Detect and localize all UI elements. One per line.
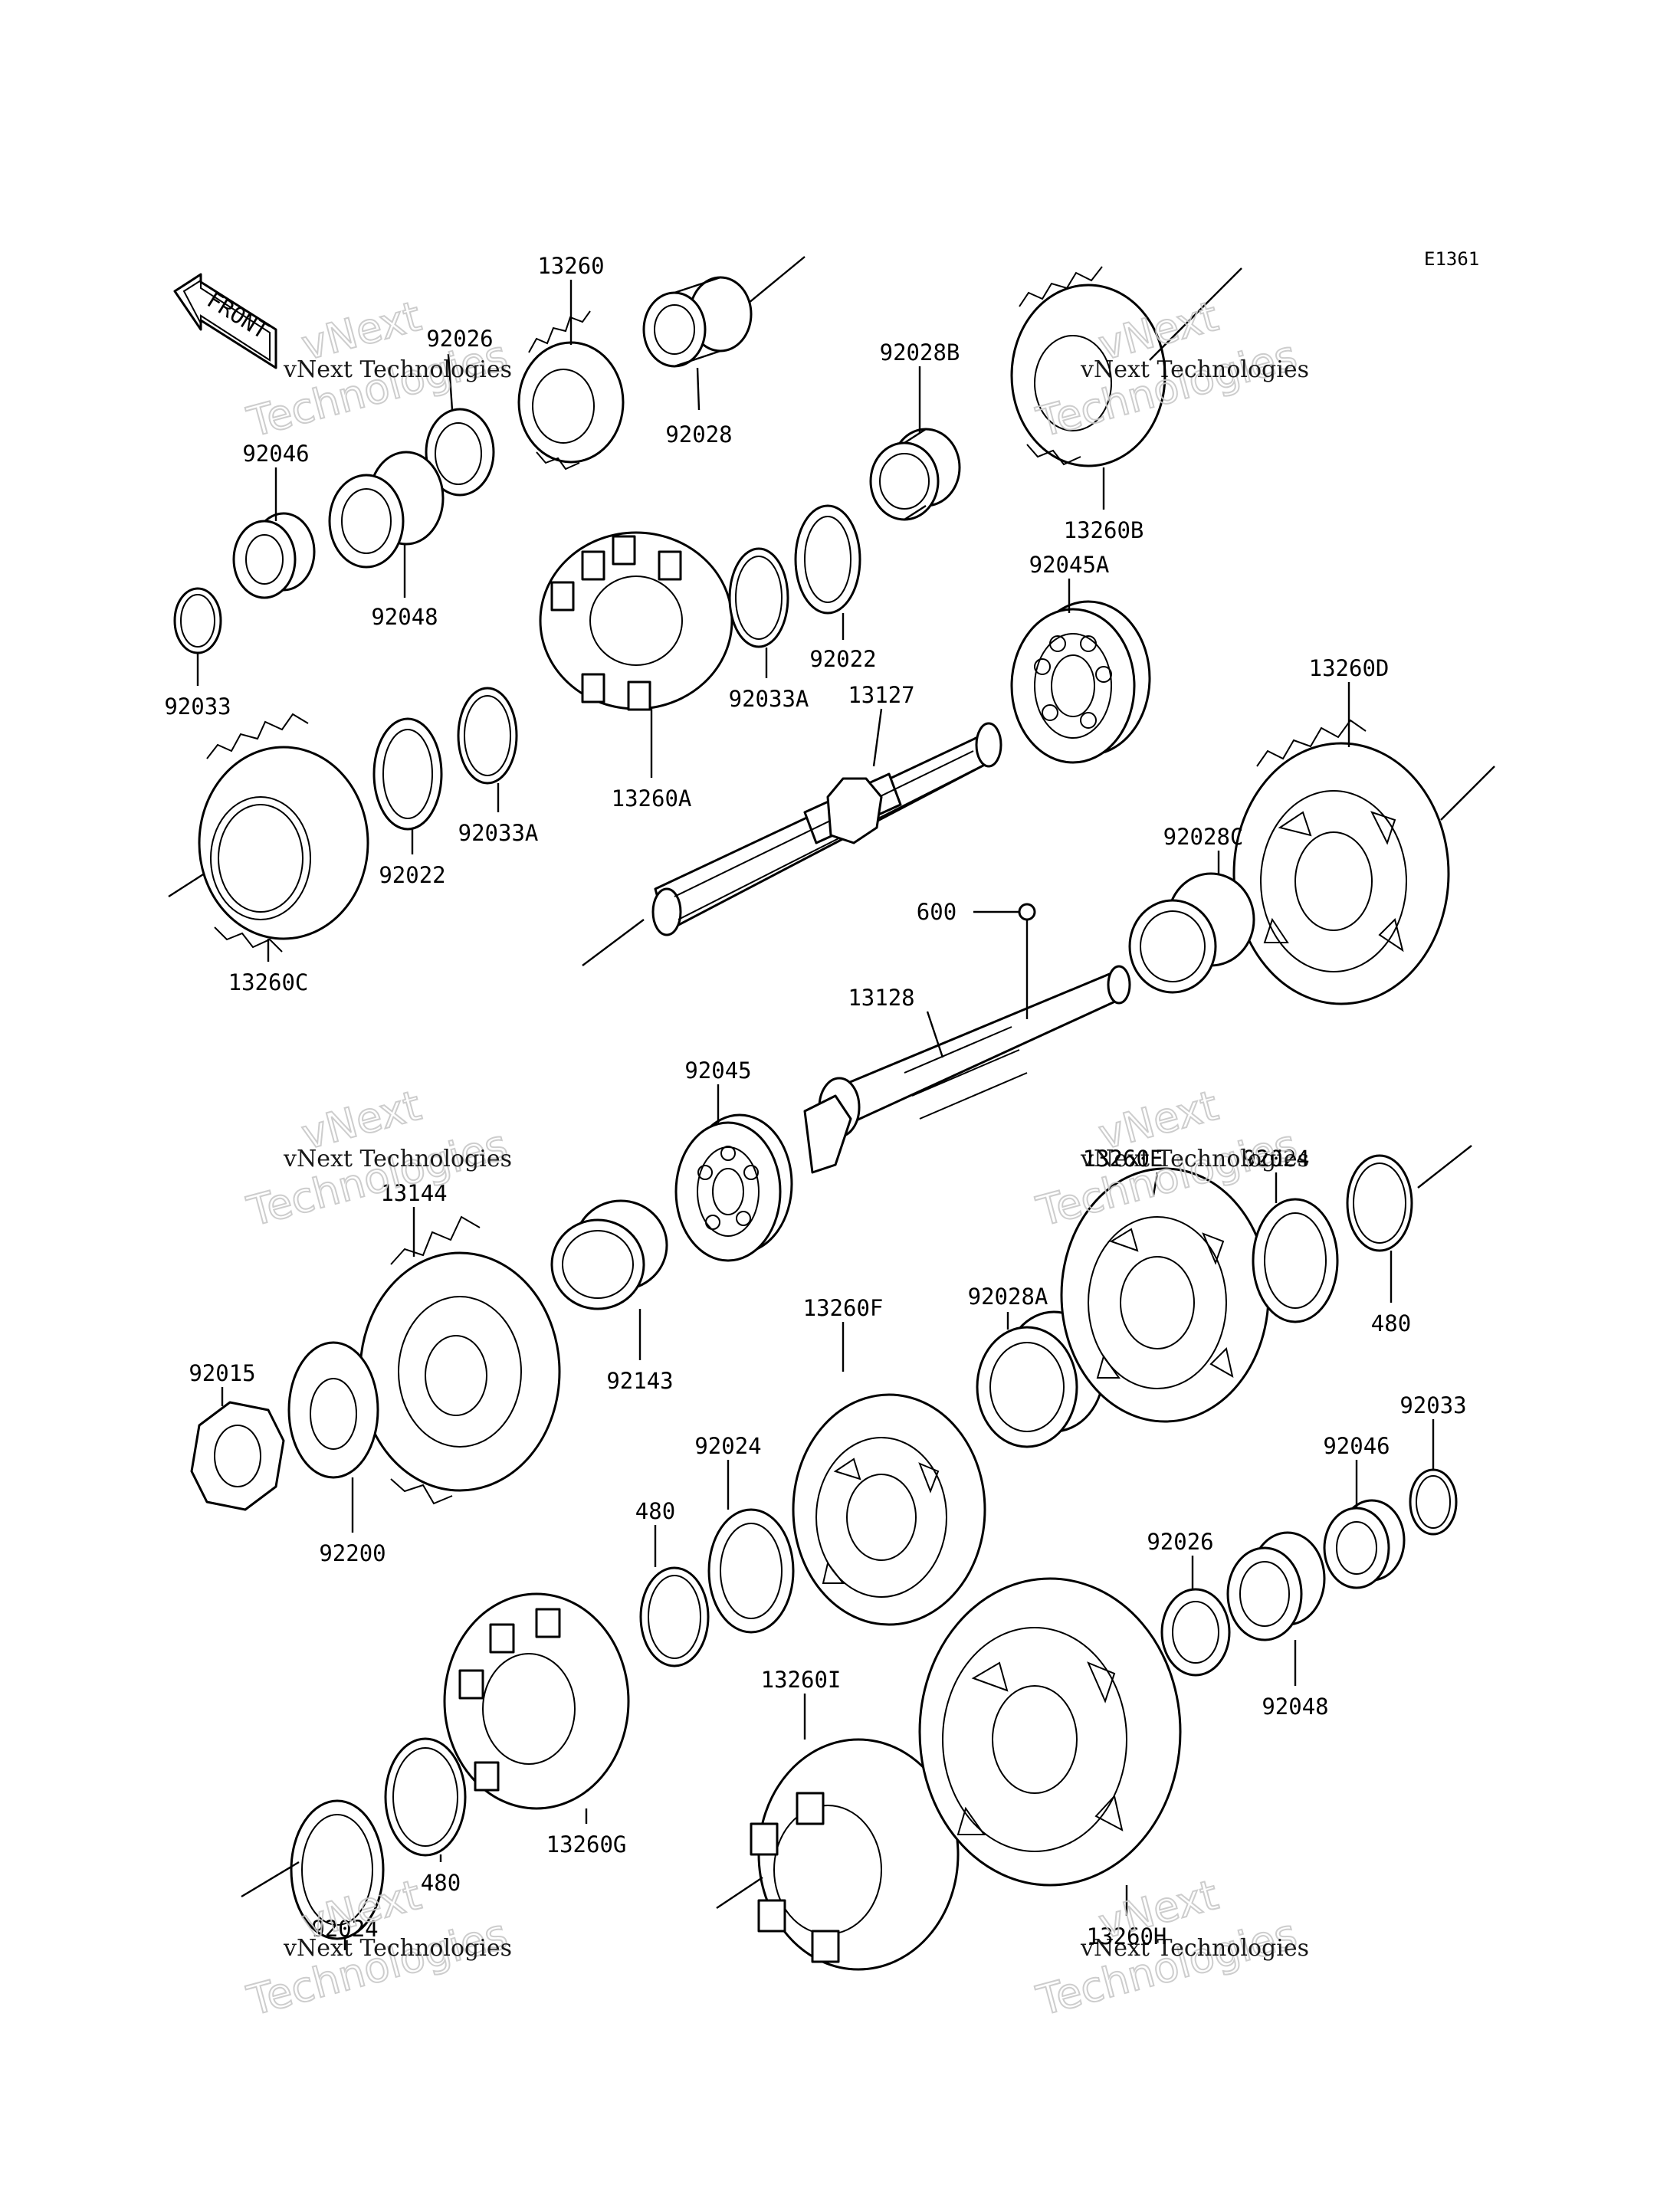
- label-92048-low: 92048: [1262, 1694, 1328, 1720]
- watermark-mid-left: vNext Technologies vNext Technologies: [241, 1080, 513, 1237]
- nut-92015: [190, 1401, 285, 1511]
- svg-text:vNext Technologies: vNext Technologies: [283, 1146, 512, 1172]
- label-92024-mid: 92024: [694, 1433, 761, 1459]
- label-13260E: 13260E: [1083, 1146, 1163, 1172]
- collar-92143: [550, 1199, 668, 1310]
- label-480-mid: 480: [635, 1498, 675, 1524]
- bearing-92045: [674, 1113, 793, 1262]
- washer-92026-top: [425, 408, 495, 497]
- label-13260: 13260: [537, 253, 604, 279]
- svg-text:vNext Technologies: vNext Technologies: [283, 356, 512, 383]
- circlip-480-right: [1346, 1154, 1413, 1252]
- bearing-92046-low: [1323, 1499, 1406, 1589]
- svg-text:vNext Technologies: vNext Technologies: [1080, 1146, 1309, 1172]
- washer-92024-mid: [707, 1508, 795, 1634]
- label-92028C: 92028C: [1163, 824, 1244, 850]
- label-92028: 92028: [665, 421, 732, 448]
- label-13260B: 13260B: [1064, 517, 1144, 543]
- svg-text:vNext Technologies: vNext Technologies: [1080, 1935, 1309, 1962]
- circlip-480-mid: [639, 1566, 710, 1667]
- washer-92022-mid: [372, 717, 443, 831]
- bearing-92046-top: [232, 512, 316, 599]
- shaft-13128: [803, 965, 1131, 1174]
- label-92022-top: 92022: [809, 646, 876, 672]
- label-92026-low: 92026: [1147, 1529, 1213, 1555]
- label-13260G: 13260G: [546, 1831, 627, 1858]
- shaft-13127: [582, 722, 1002, 966]
- label-92045A: 92045A: [1029, 552, 1110, 578]
- gear-13260C: [198, 713, 369, 953]
- washer-92022-top: [794, 504, 861, 615]
- label-13144: 13144: [380, 1180, 447, 1206]
- label-92200: 92200: [319, 1540, 386, 1566]
- washer-92200: [287, 1341, 379, 1479]
- part-labels: 13260 92026 92028 92028B 13260B 92046 92…: [164, 253, 1466, 1949]
- gear-13260G: [443, 1592, 630, 1810]
- circlip-92033-top: [173, 587, 222, 654]
- label-92143: 92143: [606, 1368, 673, 1394]
- leader-lines: [196, 280, 1435, 1950]
- svg-text:vNext Technologies: vNext Technologies: [283, 1935, 512, 1962]
- gear-13260I: [750, 1738, 960, 1971]
- gear-13260D: [1232, 719, 1450, 1005]
- watermark-bottom-right: vNext Technologies vNext Technologies: [1031, 1870, 1309, 2026]
- label-92046-low: 92046: [1323, 1433, 1390, 1459]
- gear-13260F: [792, 1393, 986, 1626]
- label-92033A-mid: 92033A: [458, 820, 539, 846]
- gear-13260A: [539, 531, 733, 711]
- label-92033-low: 92033: [1399, 1392, 1466, 1418]
- bush-92028C: [1128, 872, 1255, 994]
- circlip-92033-low: [1409, 1468, 1458, 1536]
- label-92033-top: 92033: [164, 694, 231, 720]
- label-92045: 92045: [684, 1058, 751, 1084]
- watermark-bottom-left: vNext Technologies vNext Technologies: [241, 1870, 513, 2026]
- bush-92048-low: [1226, 1531, 1326, 1641]
- label-13127: 13127: [848, 682, 914, 708]
- label-92022-mid: 92022: [379, 862, 445, 888]
- washer-92026-low: [1160, 1588, 1231, 1677]
- diagram-code: E1361: [1424, 248, 1479, 270]
- circlip-480-low: [384, 1737, 467, 1857]
- label-600: 600: [917, 899, 956, 925]
- gear-13260B: [1010, 266, 1166, 467]
- gear-13260E: [1060, 1167, 1270, 1423]
- washer-92024-low: [290, 1799, 385, 1940]
- label-13260D: 13260D: [1309, 655, 1390, 681]
- label-92028A: 92028A: [968, 1284, 1048, 1310]
- front-arrow-icon: FRONT: [173, 273, 277, 369]
- bearing-92045A: [1010, 600, 1151, 764]
- circlip-92033A-top: [728, 547, 789, 648]
- label-13260I: 13260I: [761, 1667, 842, 1693]
- circlip-92033A-mid: [457, 687, 518, 785]
- label-13260H: 13260H: [1087, 1923, 1167, 1949]
- gear-13260: [517, 310, 625, 471]
- label-92048-top: 92048: [371, 604, 438, 630]
- label-92024-low: 92024: [311, 1916, 378, 1942]
- ball-600: [973, 903, 1036, 921]
- label-13260A: 13260A: [612, 785, 692, 812]
- sprocket-13144: [359, 1215, 561, 1505]
- label-92033A-top: 92033A: [729, 686, 809, 712]
- svg-text:vNext Technologies: vNext Technologies: [1080, 356, 1309, 383]
- bush-92028: [642, 276, 753, 368]
- label-92028B: 92028B: [880, 339, 960, 366]
- washer-92024-upper: [1252, 1198, 1339, 1323]
- gear-13260H: [918, 1577, 1182, 1887]
- label-92024-upper: 92024: [1242, 1146, 1309, 1172]
- label-480-low: 480: [421, 1870, 461, 1896]
- label-13128: 13128: [848, 985, 914, 1011]
- label-13260C: 13260C: [228, 969, 309, 995]
- label-480-right: 480: [1371, 1310, 1411, 1336]
- bush-92048-top: [328, 451, 445, 569]
- label-13260F: 13260F: [803, 1295, 884, 1321]
- bush-92028B: [869, 428, 961, 521]
- label-92046-top: 92046: [242, 441, 309, 467]
- label-92015: 92015: [189, 1360, 255, 1386]
- label-92026-top: 92026: [426, 326, 493, 352]
